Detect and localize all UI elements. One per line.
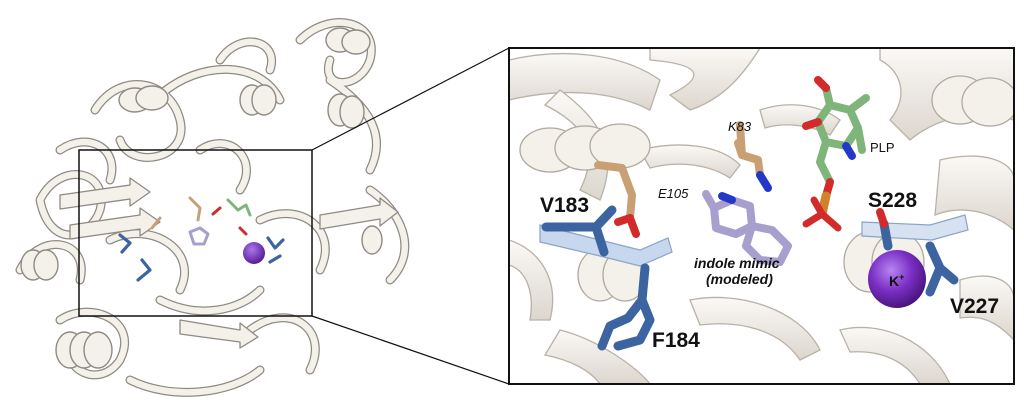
label-e105: E105	[658, 186, 689, 201]
plp-sticks	[814, 84, 870, 186]
label-v183: V183	[540, 194, 589, 217]
zoom-connector-top	[311, 47, 510, 151]
protein-overview	[15, 18, 410, 397]
label-k-charge: +	[899, 272, 904, 282]
overview-k-ion	[243, 242, 265, 264]
zoom-frame	[508, 47, 1015, 385]
label-s228: S228	[868, 189, 917, 212]
label-k-ion: K+	[889, 272, 904, 289]
phosphate	[802, 191, 842, 232]
v183-sticks	[541, 205, 617, 257]
overview-active-site	[118, 196, 285, 282]
label-f184: F184	[652, 329, 700, 352]
zoom-connector-bottom	[311, 315, 510, 385]
label-indole-line2: (modeled)	[706, 271, 773, 287]
label-indole-line1: indole mimic	[694, 255, 780, 271]
f184-sticks	[597, 263, 655, 351]
k83-sticks	[734, 121, 764, 179]
inset-box	[78, 149, 313, 317]
zoom-panel	[509, 48, 1014, 384]
v227-sticks	[925, 241, 959, 297]
label-k-symbol: K	[889, 273, 899, 289]
potassium-ion	[868, 250, 926, 308]
label-v227: V227	[950, 295, 999, 318]
e105-sticks	[594, 161, 636, 222]
label-k83: K83	[728, 119, 752, 134]
label-plp: PLP	[870, 140, 895, 155]
